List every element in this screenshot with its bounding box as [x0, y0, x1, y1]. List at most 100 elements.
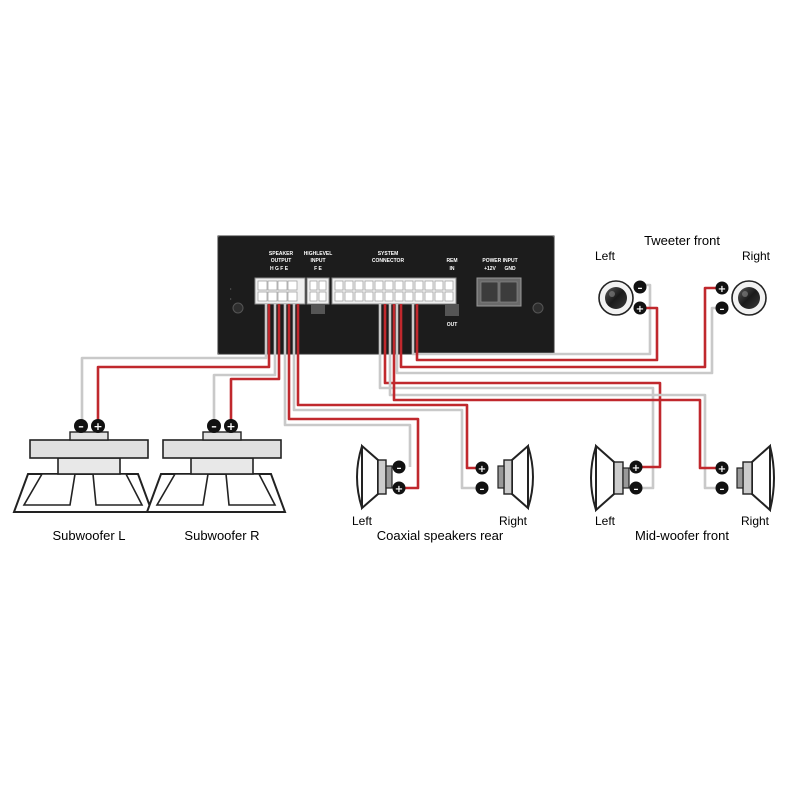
- minus-terminal-icon: [633, 280, 647, 294]
- connector-pin: [394, 280, 404, 291]
- svg-text:–: –: [480, 484, 485, 495]
- speaker-cone-icon: [751, 443, 771, 513]
- connector-pin: [414, 291, 424, 302]
- svg-text:+: +: [718, 464, 726, 475]
- subwoofer-r-label: Subwoofer R: [184, 528, 259, 543]
- tweeter-left: – +: [598, 280, 647, 316]
- connector-pin: [444, 280, 454, 291]
- connector-pin: [404, 280, 414, 291]
- wire-negative: [283, 304, 412, 467]
- plus-terminal-icon: [475, 461, 489, 475]
- wires: [80, 283, 720, 490]
- wire-positive: [287, 304, 420, 490]
- midwoofer-front-label: Mid-woofer front: [635, 528, 729, 543]
- midwoofer-right-label: Right: [741, 514, 770, 528]
- subwoofer-l-label: Subwoofer L: [53, 528, 126, 543]
- connector-pin: [424, 291, 434, 302]
- screw-icon: [232, 302, 244, 314]
- wire-negative: [388, 304, 720, 490]
- connector-pin: [444, 291, 454, 302]
- plus-terminal-icon: [633, 301, 647, 315]
- subwoofer-right: – +: [145, 419, 287, 513]
- plus-terminal-icon: [715, 461, 729, 475]
- svg-text:–: –: [720, 484, 725, 495]
- plus-terminal-icon: [392, 481, 406, 495]
- highlevel-input-label: HIGHLEVEL: [304, 251, 333, 257]
- svg-text:+: +: [636, 304, 644, 315]
- plus-terminal-icon: [629, 460, 643, 474]
- tweeter-right: + –: [715, 280, 767, 316]
- subwoofer-magnet: [57, 457, 121, 475]
- connector-pin: [364, 291, 374, 302]
- svg-text:+: +: [395, 484, 403, 495]
- connector-pin: [364, 280, 374, 291]
- rem-in-label: IN: [450, 266, 455, 272]
- plus-terminal-icon: [715, 281, 729, 295]
- speaker-output-label: SPEAKER: [269, 251, 294, 257]
- minus-terminal-icon: [392, 460, 406, 474]
- svg-text:–: –: [211, 420, 217, 433]
- speaker-cone-icon: [595, 443, 615, 513]
- connector-pin: [424, 280, 434, 291]
- highlevel-input-label-2: INPUT: [311, 258, 326, 264]
- minus-terminal-icon: [475, 481, 489, 495]
- svg-text:+: +: [226, 420, 235, 433]
- speaker-cone-icon: [361, 443, 379, 511]
- coaxial-right: + –: [475, 443, 534, 511]
- connector-latch: [445, 304, 459, 316]
- wire-positive: [383, 304, 662, 469]
- small-marker: •: [230, 296, 232, 301]
- midwoofer-left: + –: [590, 443, 643, 513]
- svg-text:+: +: [93, 420, 102, 433]
- power-input-label: POWER INPUT: [482, 258, 517, 264]
- connector-pin: [384, 280, 394, 291]
- svg-text:+: +: [718, 284, 726, 295]
- rem-label: REM: [446, 258, 457, 264]
- subwoofer-left: – +: [12, 419, 154, 513]
- svg-text:–: –: [397, 463, 402, 474]
- connector-pin: [354, 280, 364, 291]
- screw-icon: [532, 302, 544, 314]
- svg-text:–: –: [634, 484, 639, 495]
- small-marker: •: [230, 286, 232, 291]
- connector-pin: [344, 280, 354, 291]
- coaxial-rear-label: Coaxial speakers rear: [377, 528, 504, 543]
- connector-pin: [334, 291, 344, 302]
- wire-positive: [296, 304, 480, 470]
- tweeter-front-label: Tweeter front: [644, 233, 720, 248]
- speaker-cone-icon: [511, 443, 529, 511]
- highlevel-channels-label: F E: [314, 266, 322, 272]
- speaker-output-label-2: OUTPUT: [271, 258, 292, 264]
- minus-terminal-icon: [715, 301, 729, 315]
- minus-terminal-icon: [629, 481, 643, 495]
- minus-terminal-icon: [74, 419, 88, 433]
- svg-text:–: –: [78, 420, 84, 433]
- connector-pin: [394, 291, 404, 302]
- subwoofer-frame: [29, 439, 149, 459]
- wire-negative: [292, 304, 480, 490]
- connector-latch: [311, 304, 325, 314]
- wire-positive: [399, 286, 720, 369]
- connector-pin: [374, 291, 384, 302]
- system-connector-label-2: CONNECTOR: [372, 258, 405, 264]
- midwoofer-right: + –: [715, 443, 775, 513]
- connector-pin: [384, 291, 394, 302]
- plus-terminal-icon: [91, 419, 105, 433]
- wire-negative: [212, 304, 277, 420]
- connector-pin: [434, 280, 444, 291]
- minus-terminal-icon: [715, 481, 729, 495]
- connector-pin: [334, 280, 344, 291]
- minus-terminal-icon: [207, 419, 221, 433]
- wire-negative: [80, 304, 268, 420]
- wire-negative: [378, 304, 655, 490]
- connector-pin: [374, 280, 384, 291]
- tweeter-right-label: Right: [742, 249, 771, 263]
- plus-terminal-icon: [224, 419, 238, 433]
- power-gnd-label: GND: [504, 266, 516, 272]
- svg-text:+: +: [478, 464, 486, 475]
- connector-pin: [434, 291, 444, 302]
- wire-positive: [392, 304, 720, 470]
- svg-text:+: +: [632, 463, 640, 474]
- coaxial-right-label: Right: [499, 514, 528, 528]
